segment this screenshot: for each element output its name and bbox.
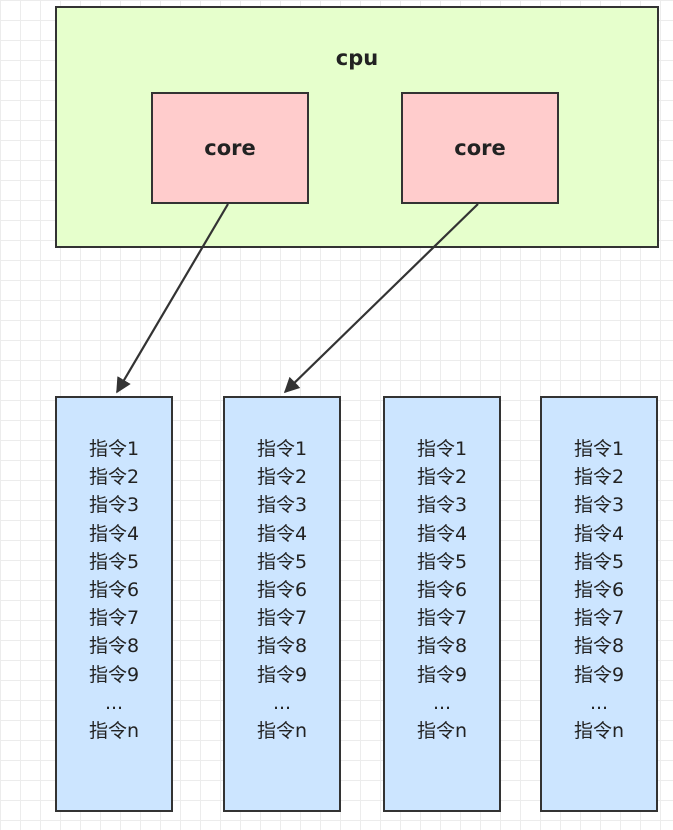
instruction-list: 指令1 指令2 指令3 指令4 指令5 指令6 指令7 指令8 指令9 ... … xyxy=(225,435,339,745)
instruction-item: 指令1 xyxy=(573,438,625,460)
core-label-2: core xyxy=(454,136,506,160)
instruction-item: 指令6 xyxy=(416,579,468,602)
instruction-item: 指令1 xyxy=(88,438,140,460)
instruction-item: 指令4 xyxy=(416,522,468,545)
instruction-item: 指令n xyxy=(416,720,468,743)
core-label-1: core xyxy=(204,136,256,160)
instruction-item: 指令9 xyxy=(88,663,140,686)
instruction-lane-1: 指令1 指令2 指令3 指令4 指令5 指令6 指令7 指令8 指令9 ... … xyxy=(55,396,173,812)
instruction-item: 指令3 xyxy=(573,494,625,517)
instruction-item: 指令5 xyxy=(88,550,140,573)
instruction-item: 指令4 xyxy=(573,522,625,545)
instruction-item: 指令8 xyxy=(88,635,140,658)
instruction-ellipsis: ... xyxy=(432,691,452,714)
instruction-item: 指令2 xyxy=(573,466,625,489)
instruction-list: 指令1 指令2 指令3 指令4 指令5 指令6 指令7 指令8 指令9 ... … xyxy=(385,435,499,745)
instruction-item: 指令4 xyxy=(256,522,308,545)
instruction-item: 指令6 xyxy=(573,579,625,602)
instruction-item: 指令7 xyxy=(416,607,468,630)
instruction-ellipsis: ... xyxy=(589,691,609,714)
instruction-item: 指令5 xyxy=(573,550,625,573)
instruction-item: 指令9 xyxy=(256,663,308,686)
core-box-2: core xyxy=(401,92,559,204)
core-box-1: core xyxy=(151,92,309,204)
instruction-item: 指令1 xyxy=(256,438,308,460)
instruction-item: 指令8 xyxy=(416,635,468,658)
instruction-ellipsis: ... xyxy=(104,691,124,714)
instruction-lane-2: 指令1 指令2 指令3 指令4 指令5 指令6 指令7 指令8 指令9 ... … xyxy=(223,396,341,812)
instruction-item: 指令9 xyxy=(416,663,468,686)
instruction-ellipsis: ... xyxy=(272,691,292,714)
instruction-item: 指令4 xyxy=(88,522,140,545)
instruction-item: 指令2 xyxy=(416,466,468,489)
instruction-item: 指令2 xyxy=(256,466,308,489)
instruction-item: 指令3 xyxy=(88,494,140,517)
instruction-item: 指令7 xyxy=(573,607,625,630)
instruction-item: 指令2 xyxy=(88,466,140,489)
instruction-lane-4: 指令1 指令2 指令3 指令4 指令5 指令6 指令7 指令8 指令9 ... … xyxy=(540,396,658,812)
instruction-list: 指令1 指令2 指令3 指令4 指令5 指令6 指令7 指令8 指令9 ... … xyxy=(542,435,656,745)
instruction-item: 指令6 xyxy=(88,579,140,602)
instruction-item: 指令n xyxy=(256,720,308,743)
instruction-item: 指令8 xyxy=(256,635,308,658)
instruction-item: 指令7 xyxy=(256,607,308,630)
instruction-item: 指令n xyxy=(573,720,625,743)
instruction-item: 指令9 xyxy=(573,663,625,686)
instruction-item: 指令n xyxy=(88,720,140,743)
instruction-item: 指令6 xyxy=(256,579,308,602)
cpu-label: cpu xyxy=(335,46,379,70)
instruction-lane-3: 指令1 指令2 指令3 指令4 指令5 指令6 指令7 指令8 指令9 ... … xyxy=(383,396,501,812)
cpu-box: cpu core core xyxy=(55,6,659,248)
instruction-item: 指令7 xyxy=(88,607,140,630)
instruction-item: 指令5 xyxy=(256,550,308,573)
instruction-item: 指令5 xyxy=(416,550,468,573)
instruction-item: 指令3 xyxy=(256,494,308,517)
instruction-list: 指令1 指令2 指令3 指令4 指令5 指令6 指令7 指令8 指令9 ... … xyxy=(57,435,171,745)
instruction-item: 指令1 xyxy=(416,438,468,460)
instruction-item: 指令3 xyxy=(416,494,468,517)
instruction-item: 指令8 xyxy=(573,635,625,658)
